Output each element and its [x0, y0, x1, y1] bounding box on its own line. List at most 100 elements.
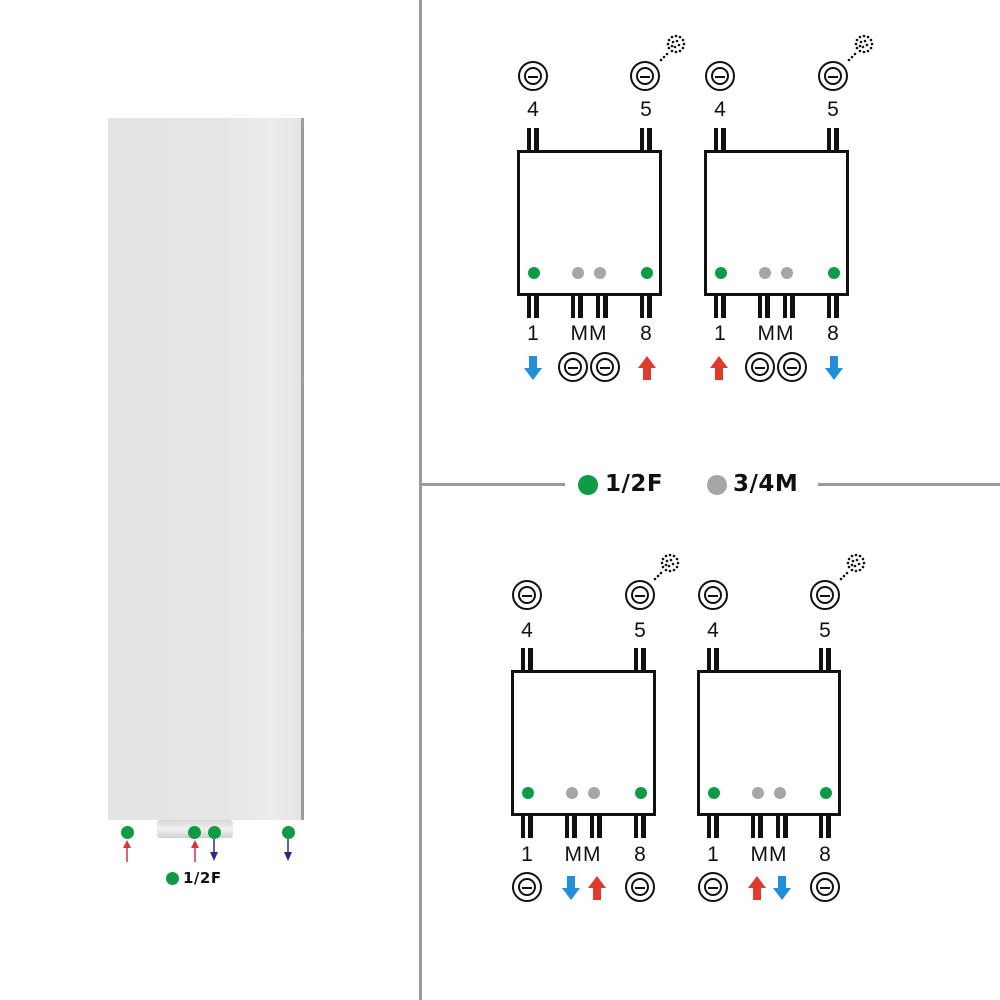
return-dot	[572, 267, 584, 279]
pipe-stub	[634, 816, 646, 838]
hot-flow-arrow-up-icon	[710, 356, 728, 380]
port-label: 4	[521, 619, 533, 642]
cold-return-arrow-down-icon	[825, 356, 843, 380]
flow-dot	[708, 787, 720, 799]
flow-up-arrow-icon	[191, 840, 199, 862]
plug-icon	[590, 352, 620, 382]
return-down-arrow-icon	[284, 839, 292, 861]
flow-dot	[828, 267, 840, 279]
plug-icon	[512, 872, 542, 902]
plug-icon	[625, 580, 655, 610]
air-vent-icon	[847, 34, 874, 62]
flow-dot	[522, 787, 534, 799]
pipe-stub	[527, 296, 539, 318]
pipe-stub	[565, 816, 577, 838]
radiator-schematic-box	[511, 670, 656, 816]
pipe-stub	[521, 816, 533, 838]
horizontal-divider-right	[818, 483, 1000, 486]
port-label: 1	[521, 843, 533, 866]
port-label: 5	[634, 619, 646, 642]
plug-icon	[698, 872, 728, 902]
return-dot	[781, 267, 793, 279]
port-label: 4	[527, 98, 539, 121]
port-label: 1	[714, 322, 726, 345]
pipe-stub	[758, 296, 770, 318]
plug-icon	[810, 580, 840, 610]
port-label: 8	[640, 322, 652, 345]
pipe-stub	[827, 128, 839, 150]
pipe-stub	[707, 816, 719, 838]
port-label: 5	[640, 98, 652, 121]
port-label: MM	[564, 843, 602, 866]
pipe-stub	[596, 296, 608, 318]
pipe-stub	[640, 128, 652, 150]
cold-return-arrow-down-icon	[773, 876, 791, 900]
flow-dot	[820, 787, 832, 799]
plug-icon	[630, 61, 660, 91]
pipe-stub	[819, 648, 831, 670]
plug-icon	[625, 872, 655, 902]
vertical-divider	[419, 0, 422, 1000]
pipe-stub	[827, 296, 839, 318]
plug-icon	[518, 61, 548, 91]
flow-dot	[715, 267, 727, 279]
connection-dot-left	[121, 826, 134, 839]
pipe-stub	[819, 816, 831, 838]
plug-icon	[698, 580, 728, 610]
port-label: 4	[714, 98, 726, 121]
legend-dot-green-small	[166, 872, 179, 885]
pipe-stub	[714, 128, 726, 150]
return-dot	[759, 267, 771, 279]
cold-return-arrow-down-icon	[524, 356, 542, 380]
plug-icon	[558, 352, 588, 382]
port-label: 5	[827, 98, 839, 121]
plug-icon	[745, 352, 775, 382]
pipe-stub	[571, 296, 583, 318]
left-legend-label: 1/2F	[183, 869, 222, 887]
legend-dot-green	[578, 475, 598, 495]
radiator-schematic-box	[704, 150, 849, 296]
port-label: 1	[707, 843, 719, 866]
flow-dot	[641, 267, 653, 279]
plug-icon	[705, 61, 735, 91]
return-dot	[588, 787, 600, 799]
hot-flow-arrow-up-icon	[588, 876, 606, 900]
legend-label-gray: 3/4M	[733, 471, 799, 497]
pipe-stub	[707, 648, 719, 670]
port-label: 1	[527, 322, 539, 345]
flow-dot	[635, 787, 647, 799]
hot-flow-arrow-up-icon	[638, 356, 656, 380]
port-label: MM	[757, 322, 795, 345]
plug-icon	[777, 352, 807, 382]
return-down-arrow-icon	[210, 839, 218, 861]
air-vent-icon	[839, 553, 866, 581]
pipe-stub	[776, 816, 788, 838]
port-label: 5	[819, 619, 831, 642]
return-dot	[566, 787, 578, 799]
pipe-stub	[634, 648, 646, 670]
radiator-schematic-box	[517, 150, 662, 296]
pipe-stub	[521, 648, 533, 670]
pipe-stub	[527, 128, 539, 150]
radiator-panel	[108, 118, 304, 820]
plug-icon	[810, 872, 840, 902]
connection-dot-valve-2	[208, 826, 221, 839]
air-vent-icon	[659, 34, 686, 62]
horizontal-divider-left	[422, 483, 565, 486]
port-label: 4	[707, 619, 719, 642]
legend-label-green: 1/2F	[605, 471, 664, 497]
legend-dot-gray	[707, 475, 727, 495]
connection-dot-valve-1	[188, 826, 201, 839]
connection-dot-right	[282, 826, 295, 839]
port-label: 8	[827, 322, 839, 345]
plug-icon	[818, 61, 848, 91]
port-label: 8	[634, 843, 646, 866]
pipe-stub	[714, 296, 726, 318]
cold-return-arrow-down-icon	[562, 876, 580, 900]
flow-dot	[528, 267, 540, 279]
port-label: MM	[570, 322, 608, 345]
air-vent-icon	[653, 553, 680, 581]
hot-flow-arrow-up-icon	[748, 876, 766, 900]
plug-icon	[512, 580, 542, 610]
flow-up-arrow-icon	[123, 840, 131, 862]
